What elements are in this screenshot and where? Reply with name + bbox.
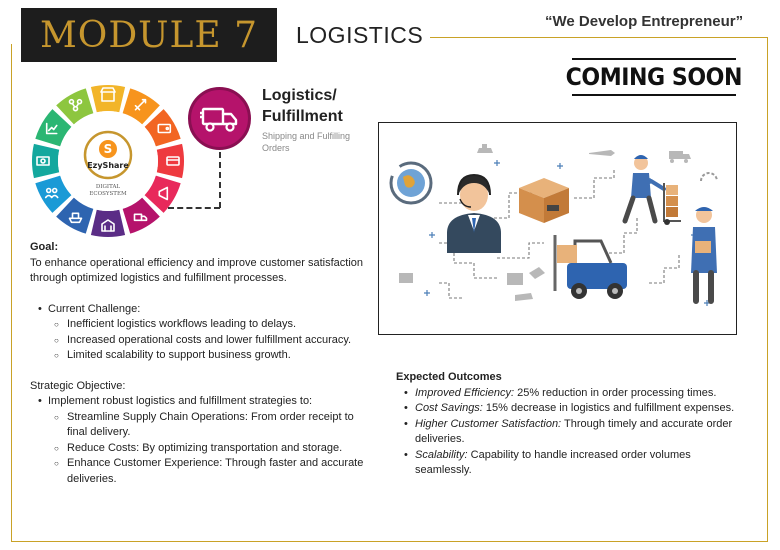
strategy-heading: Strategic Objective:	[30, 379, 126, 392]
cardboard-box-icon	[519, 178, 569, 223]
outcome-item-2: Cost Savings: 15% decrease in logistics …	[396, 401, 736, 417]
wheel-segment-4	[156, 143, 184, 179]
card-icon	[166, 156, 180, 166]
outcome-text-3: Through timely and accurate order delive…	[415, 417, 733, 446]
strategy-lead: Implement robust logistics and fulfillme…	[30, 394, 370, 410]
expected-outcomes-section: Expected Outcomes Improved Efficiency: 2…	[396, 370, 736, 479]
ecosystem-caption-1: DIGITAL	[96, 184, 120, 190]
connector-vertical	[219, 152, 221, 208]
challenge-item-3: Limited scalability to support business …	[30, 348, 370, 364]
megaphone-icon	[158, 186, 169, 201]
goal-heading: Goal:	[30, 241, 59, 253]
ezyshare-logo-letter: S	[104, 142, 113, 156]
outcome-label-3: Higher Customer Satisfaction:	[415, 417, 562, 430]
wheel-segment-1	[90, 85, 126, 113]
outcomes-heading: Expected Outcomes	[396, 371, 502, 383]
goal-and-strategy-section: Goal: To enhance operational efficiency …	[30, 240, 370, 487]
rocket-icon	[134, 98, 147, 111]
wheel-segment-9	[35, 175, 72, 213]
logistics-scene	[389, 144, 718, 306]
wheel-segment-3	[144, 109, 181, 147]
outcome-text-2: 15% decrease in logistics and fulfillmen…	[482, 402, 735, 414]
card-subtitle-line-2: Orders	[262, 143, 290, 153]
wheel-segment-2	[122, 88, 160, 125]
goal-text: To enhance operational efficiency and im…	[30, 256, 364, 285]
ecosystem-wheel: S EzyShare DIGITAL ECOSYSTEM	[32, 85, 184, 237]
wheel-segment-5	[144, 175, 181, 213]
card-title-line-2: Fulfillment	[262, 108, 343, 125]
card-subtitle: Shipping and Fulfilling Orders	[262, 130, 350, 154]
wheel-segments	[32, 85, 184, 237]
network-icon	[68, 98, 83, 112]
tagline: “We Develop Entrepreneur”	[545, 13, 744, 30]
outcome-item-1: Improved Efficiency: 25% reduction in or…	[396, 386, 736, 402]
section-title: LOGISTICS	[296, 22, 424, 48]
store-icon	[100, 87, 116, 102]
card-title: Logistics/ Fulfillment	[262, 85, 343, 127]
outcome-label-1: Improved Efficiency:	[415, 386, 515, 399]
outcome-item-3: Higher Customer Satisfaction: Through ti…	[396, 417, 736, 448]
fulfillment-badge	[188, 87, 251, 150]
warehouse-icon	[101, 219, 115, 232]
courier-with-package-icon	[691, 207, 717, 304]
refresh-icon	[700, 172, 718, 182]
outcome-label-4: Scalability:	[415, 448, 468, 461]
ezyshare-logo-mark	[99, 140, 117, 158]
wheel-segment-7	[90, 209, 126, 237]
wheel-segment-8	[56, 197, 94, 234]
ecosystem-caption-2: ECOSYSTEM	[89, 191, 127, 197]
wheel-segment-11	[35, 109, 72, 147]
customer-service-agent-icon	[447, 173, 501, 253]
wheel-icons	[36, 87, 180, 232]
card-title-line-1: Logistics/	[262, 87, 337, 104]
forklift-icon	[553, 235, 627, 299]
outcome-text-4: Capability to handle increased order vol…	[415, 448, 691, 477]
ezyshare-brand: EzyShare	[87, 161, 129, 170]
strategy-item-2: Reduce Costs: By optimizing transportati…	[30, 441, 370, 457]
connector-horizontal	[168, 207, 220, 209]
people-icon	[44, 187, 59, 199]
money-icon	[36, 156, 50, 166]
outcome-item-4: Scalability: Capability to handle increa…	[396, 448, 736, 479]
globe-icon	[389, 161, 433, 205]
challenge-heading: Current Challenge:	[30, 302, 370, 318]
challenge-item-2: Increased operational costs and lower fu…	[30, 333, 370, 349]
ship-icon	[68, 212, 83, 224]
delivery-worker-hand-truck-icon	[622, 155, 681, 225]
outcome-text-1: 25% reduction in order processing times.	[514, 386, 717, 399]
strategy-item-1: Streamline Supply Chain Operations: From…	[30, 410, 370, 441]
logistics-illustration	[378, 122, 737, 335]
truck-icon	[133, 213, 148, 222]
outcome-label-2: Cost Savings:	[415, 402, 483, 414]
module-banner: MODULE 7	[21, 8, 277, 62]
strategy-item-3: Enhance Customer Experience: Through fas…	[30, 456, 370, 487]
coming-soon-stamp: COMING SOON	[566, 58, 743, 96]
delivery-truck-icon	[199, 107, 237, 132]
challenge-item-1: Inefficient logistics workflows leading …	[30, 317, 370, 333]
card-subtitle-line-1: Shipping and Fulfilling	[262, 131, 351, 141]
wallet-icon	[157, 123, 172, 134]
module-title: MODULE 7	[39, 14, 259, 56]
chart-icon	[45, 122, 58, 135]
coming-soon-text: COMING SOON	[565, 63, 743, 91]
small-transport-icons	[399, 144, 691, 301]
